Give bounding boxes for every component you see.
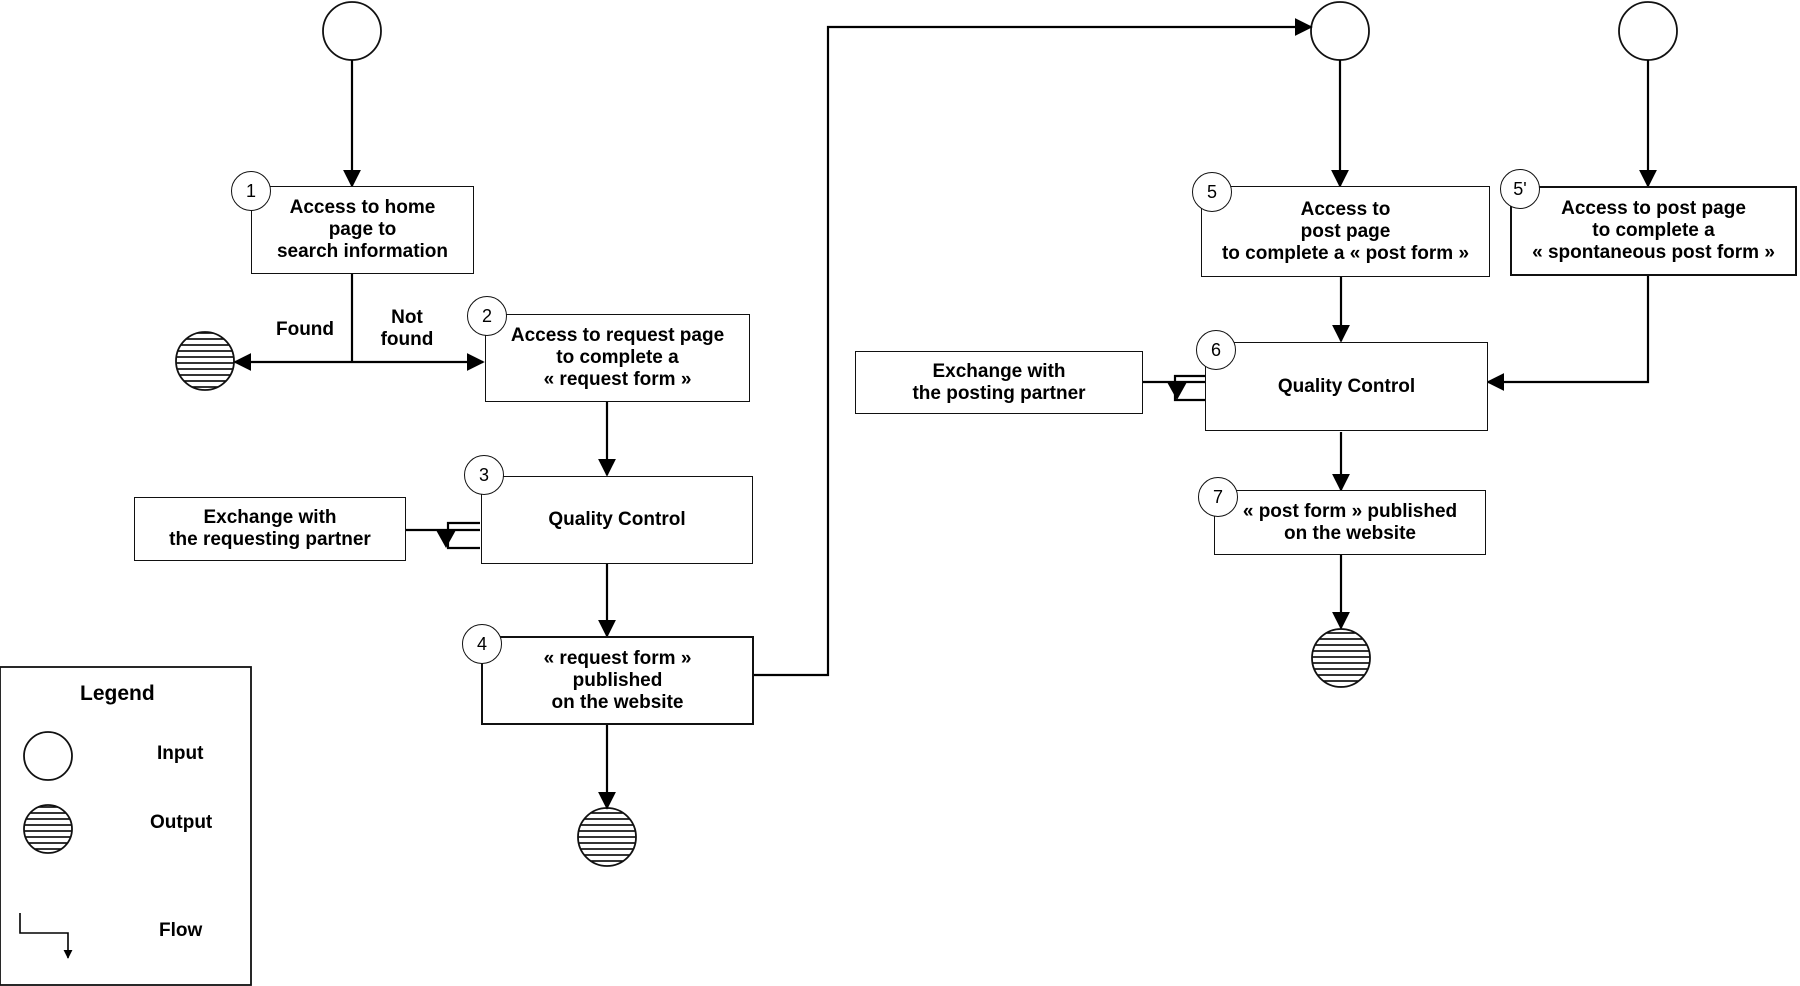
exchange-arrow-3 <box>436 530 456 548</box>
legend-output-symbol <box>23 804 73 854</box>
step-3-box: Quality Control <box>481 476 753 564</box>
legend-frame <box>0 666 252 986</box>
step-2-number: 2 <box>467 296 507 336</box>
step-3-number: 3 <box>464 455 504 495</box>
step-5-box: Access to post page to complete a « post… <box>1201 186 1490 277</box>
output-node-4 <box>577 807 637 867</box>
step-4-number: 4 <box>462 624 502 664</box>
branch-not-found-label: Not found <box>380 307 434 350</box>
step-1-number: 1 <box>231 171 271 211</box>
step-6-box: Quality Control <box>1205 342 1488 431</box>
exchange-arrow-6 <box>1167 382 1187 400</box>
legend-flow-label: Flow <box>159 920 203 941</box>
output-node-7 <box>1311 628 1371 688</box>
legend-flow-symbol <box>19 913 73 959</box>
step-4-box: « request form » published on the websit… <box>481 636 754 725</box>
flow-4-to-5 <box>754 18 1313 677</box>
exchange-requesting-partner-box: Exchange with the requesting partner <box>134 497 406 561</box>
step-5p-number: 5' <box>1500 169 1540 209</box>
step-1-box: Access to home page to search informatio… <box>251 186 474 274</box>
flow-5p-6 <box>1486 276 1650 391</box>
legend-title: Legend <box>80 682 155 705</box>
step-6-number: 6 <box>1196 330 1236 370</box>
legend-input-label: Input <box>157 743 204 764</box>
legend-input-symbol <box>23 731 73 781</box>
input-node-1 <box>322 1 382 61</box>
step-5p-box: Access to post page to complete a « spon… <box>1510 186 1797 276</box>
step-5-number: 5 <box>1192 172 1232 212</box>
step-7-box: « post form » published on the website <box>1214 490 1486 555</box>
input-node-5p <box>1618 1 1678 61</box>
step-2-box: Access to request page to complete a « r… <box>485 314 750 402</box>
step-7-number: 7 <box>1198 477 1238 517</box>
legend-output-label: Output <box>150 812 213 833</box>
output-node-found <box>175 331 235 391</box>
input-node-5 <box>1310 1 1370 61</box>
branch-found-label: Found <box>275 319 335 340</box>
exchange-posting-partner-box: Exchange with the posting partner <box>855 351 1143 414</box>
